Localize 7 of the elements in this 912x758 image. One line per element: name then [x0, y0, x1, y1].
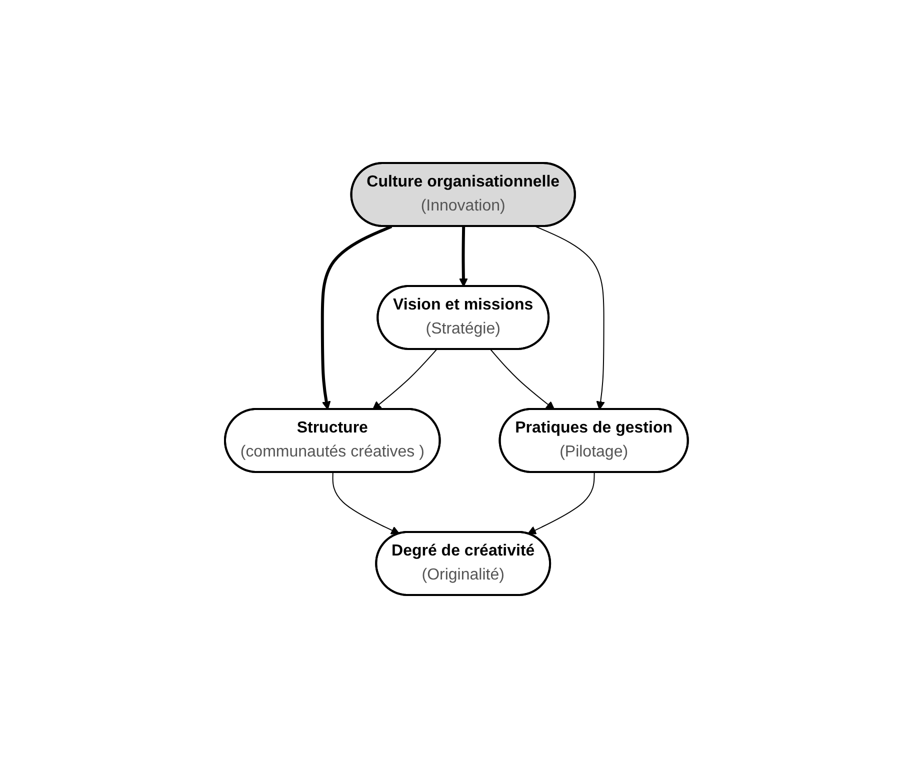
arrow [332, 472, 400, 534]
arrow [372, 349, 437, 410]
arrow [458, 226, 468, 287]
arrow [527, 472, 594, 534]
arrow [490, 349, 554, 410]
arrow [534, 226, 604, 410]
arrow [320, 225, 392, 410]
